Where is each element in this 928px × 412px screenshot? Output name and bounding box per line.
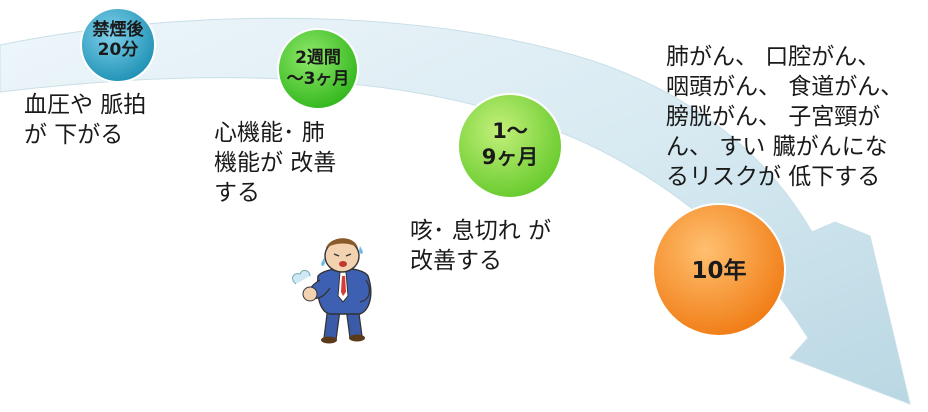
stage-label-1-9m: 1～ 9ヶ月 [481,119,539,169]
stage-circle-1-9m [457,93,563,199]
stage-circle-2w-3m [277,28,359,110]
stage-circle-10y [652,203,786,337]
stage-label-10y: 10年 [691,258,747,284]
timeline-arrow [0,17,911,405]
stage-label-20min: 禁煙後 20分 [92,20,144,60]
stage-label-2w-3m: 2週間 ～3ヶ月 [286,48,350,89]
coughing-man-icon [292,238,372,344]
stage-effect-2w-3m: 心機能･ 肺 機能が 改善 する [214,120,337,206]
stage-effect-1-9m: 咳･ 息切れ が 改善する [410,218,552,274]
stage-circle-20min [80,7,156,83]
stage-effect-10y: 肺がん、 口腔がん、 咽頭がん、 食道がん、 膀胱がん、 子宮頸が ん、 すい … [666,44,904,190]
stage-effect-20min: 血圧や 脈拍 が 下がる [24,92,147,148]
